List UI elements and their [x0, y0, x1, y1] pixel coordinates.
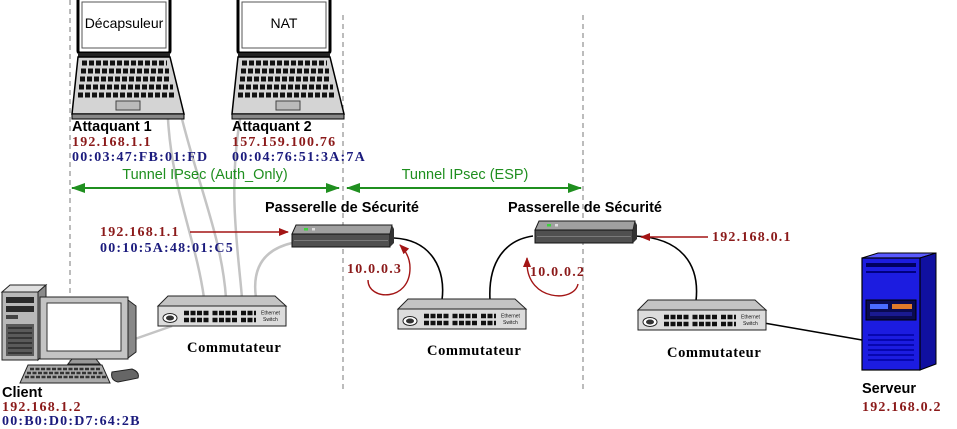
link-switch3-server	[763, 322, 863, 341]
client-mac: 00:B0:D0:D7:64:2B	[2, 414, 141, 429]
desktop-computer-icon	[0, 283, 139, 384]
attacker1-mac: 00:03:47:FB:01:FD	[72, 150, 208, 165]
link-gateway1-switch2	[393, 237, 444, 301]
client-name: Client	[2, 385, 42, 401]
switch2-label: Commutateur	[427, 343, 521, 359]
security-gateway-icon	[534, 220, 638, 244]
switch2-badge-line1: Ethernet	[501, 314, 521, 320]
laptop-screen-label: NAT	[271, 15, 298, 31]
gateway2-lan-ip: 192.168.0.1	[712, 230, 792, 245]
laptop-screen-label: Décapsuleur	[85, 15, 164, 31]
cable-attacker2-switch	[233, 118, 244, 299]
gateway2-wan-ip: 10.0.0.2	[530, 265, 585, 280]
gateway1-wan-arc	[367, 244, 411, 296]
tunnel-esp-label: Tunnel IPsec (ESP)	[402, 167, 529, 183]
server-name: Serveur	[862, 381, 916, 397]
tunnel-auth-label: Tunnel IPsec (Auth_Only)	[122, 167, 287, 183]
attacker2-ip: 157.159.100.76	[232, 135, 336, 150]
gateway1-label: Passerelle de Sécurité	[265, 200, 419, 216]
attacker2-mac: 00:04:76:51:3A:7A	[232, 150, 366, 165]
cable-gateway1-switch1	[253, 241, 293, 299]
gateway1-wan-ip: 10.0.0.3	[347, 262, 402, 277]
gateway1-lan-mac: 00:10:5A:48:01:C5	[100, 241, 234, 256]
attacker1-name: Attaquant 1	[72, 119, 152, 135]
switch3-badge-line2: Switch	[743, 321, 758, 327]
switch3-label: Commutateur	[667, 345, 761, 361]
security-gateway-icon	[291, 224, 395, 248]
gateway1-lan-ip: 192.168.1.1	[100, 225, 180, 240]
switch1-label: Commutateur	[187, 340, 281, 356]
cable-attacker1-switch	[166, 118, 206, 299]
switch3-badge-line1: Ethernet	[741, 315, 761, 321]
client-ip: 192.168.1.2	[2, 400, 82, 415]
switch1-badge-line1: Ethernet	[261, 311, 281, 317]
cable-client-switch1	[131, 324, 173, 342]
switch2-badge-line2: Switch	[503, 320, 518, 326]
gateway2-wan-arc	[523, 257, 579, 297]
server-tower-icon	[861, 252, 937, 371]
switch1-badge-line2: Switch	[263, 317, 278, 323]
attacker1-ip: 192.168.1.1	[72, 135, 152, 150]
cable-attacker1-switch-2	[180, 118, 228, 299]
gateway2-label: Passerelle de Sécurité	[508, 200, 662, 216]
attacker2-name: Attaquant 2	[232, 119, 312, 135]
link-gateway2-switch3	[634, 235, 698, 302]
link-switch2-gateway2	[489, 235, 534, 301]
server-ip: 192.168.0.2	[862, 400, 942, 415]
